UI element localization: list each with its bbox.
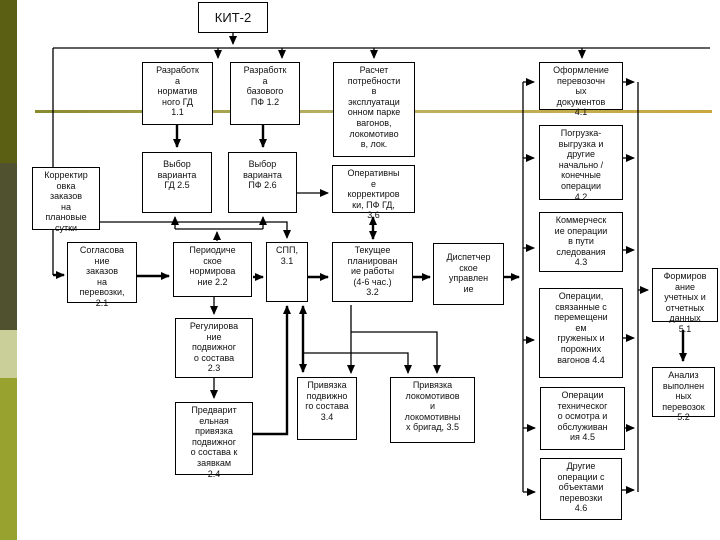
node-4-2-pogruzka-vygruzka: Погрузка- выгрузка и другие начально / к…: [539, 125, 623, 202]
node-dispetcherskoe-upravlenie: Диспетчер ское управлен ие: [433, 243, 504, 305]
sidebar-segment-3: [0, 330, 17, 378]
node-2-6-vybor-varianta-pf: Выбор варианта ПФ 2.6: [228, 152, 297, 213]
diagram-title: КИТ-2: [198, 2, 268, 33]
node-5-1-formirovanie-dannyh: Формиров ание учетных и отчетных данных …: [652, 268, 718, 334]
node-3-5-privyazka-lokomotivov: Привязка локомотивов и локомотивны х бри…: [390, 377, 475, 443]
node-4-4-peremeshchenie-vagonov: Операции, связанные с перемещени ем груж…: [539, 288, 623, 378]
node-3-1-spp: СПП, 3.1: [266, 242, 308, 302]
node-3-4-privyazka-sostava: Привязка подвижно го состава 3.4: [297, 377, 357, 440]
node-1-3-raschet-potrebnosti: Расчет потребности в эксплуатаци онном п…: [333, 62, 415, 157]
sidebar-segment-4: [0, 378, 17, 540]
node-4-5-tehnicheskiy-osmotr: Операции техническог о осмотра и обслужи…: [540, 387, 625, 450]
node-1-1-razrabotka-normativnogo-gd: Разработк а норматив ного ГД 1.1: [142, 62, 213, 125]
node-4-6-drugie-operacii: Другие операции с объектами перевозки 4.…: [540, 458, 622, 520]
node-korrektirovka-zakazov: Корректир овка заказов на плановые сутки: [32, 167, 100, 233]
node-3-6-operativnye-korrektirovki: Оперативны е корректиров ки, ПФ ГД, 3.6: [332, 165, 415, 220]
node-5-2-analiz-perevozok: Анализ выполнен ных перевозок 5.2: [652, 367, 715, 422]
sidebar-segment-2: [0, 163, 17, 330]
node-4-1-oformlenie-dokumentov: Оформление перевозочн ых документов 4.1: [539, 62, 623, 117]
node-3-2-tekushchee-planirovanie: Текущее планирован ие работы (4-6 час.) …: [332, 242, 413, 302]
node-2-1-soglasovanie-zakazov: Согласова ние заказов на перевозки, 2.1: [67, 242, 137, 308]
node-4-3-kommercheskie-operacii: Коммерческ ие операции в пути следования…: [539, 212, 623, 272]
node-2-4-predvaritelnaya-privyazka: Предварит ельная привязка подвижног о со…: [175, 402, 253, 479]
sidebar-segment-1: [0, 0, 17, 163]
node-2-3-regulirovanie-sostava: Регулирова ние подвижног о состава 2.3: [175, 318, 253, 378]
node-1-2-razrabotka-bazovogo-pf: Разработк а базового ПФ 1.2: [230, 62, 300, 125]
node-2-5-vybor-varianta-gd: Выбор варианта ГД 2.5: [142, 152, 212, 213]
node-2-2-periodicheskoe-normirovanie: Периодиче ское нормирова ние 2.2: [173, 242, 252, 297]
